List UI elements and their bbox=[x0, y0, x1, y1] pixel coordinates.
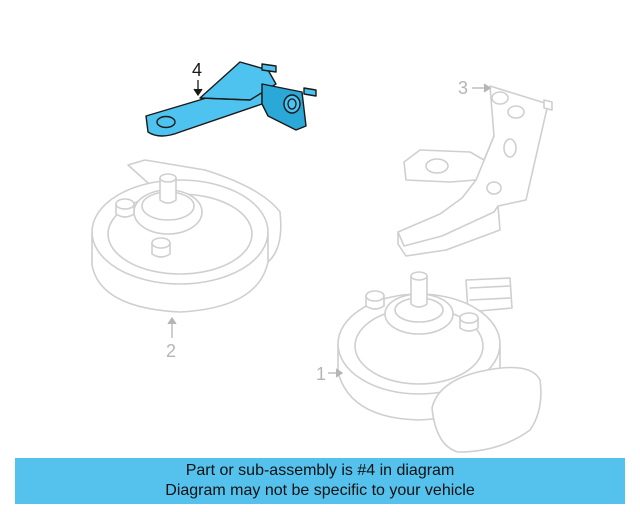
callout-2: 2 bbox=[166, 316, 177, 361]
part-4-bracket bbox=[145, 61, 317, 137]
callout-3-label: 3 bbox=[458, 78, 468, 98]
part-3-bracket bbox=[397, 85, 553, 257]
callout-2-label: 2 bbox=[166, 341, 176, 361]
banner-line-2: Diagram may not be specific to your vehi… bbox=[165, 482, 475, 499]
callout-4: 4 bbox=[192, 60, 203, 97]
callout-4-label: 4 bbox=[192, 60, 202, 80]
callout-1-label: 1 bbox=[316, 364, 326, 384]
callout-3: 3 bbox=[458, 78, 492, 98]
callout-1: 1 bbox=[316, 364, 344, 384]
info-banner: Part or sub-assembly is #4 in diagram Di… bbox=[15, 458, 625, 504]
banner-line-1: Part or sub-assembly is #4 in diagram bbox=[185, 462, 455, 479]
part-1-horn bbox=[337, 271, 542, 453]
part-2-horn bbox=[91, 159, 282, 313]
